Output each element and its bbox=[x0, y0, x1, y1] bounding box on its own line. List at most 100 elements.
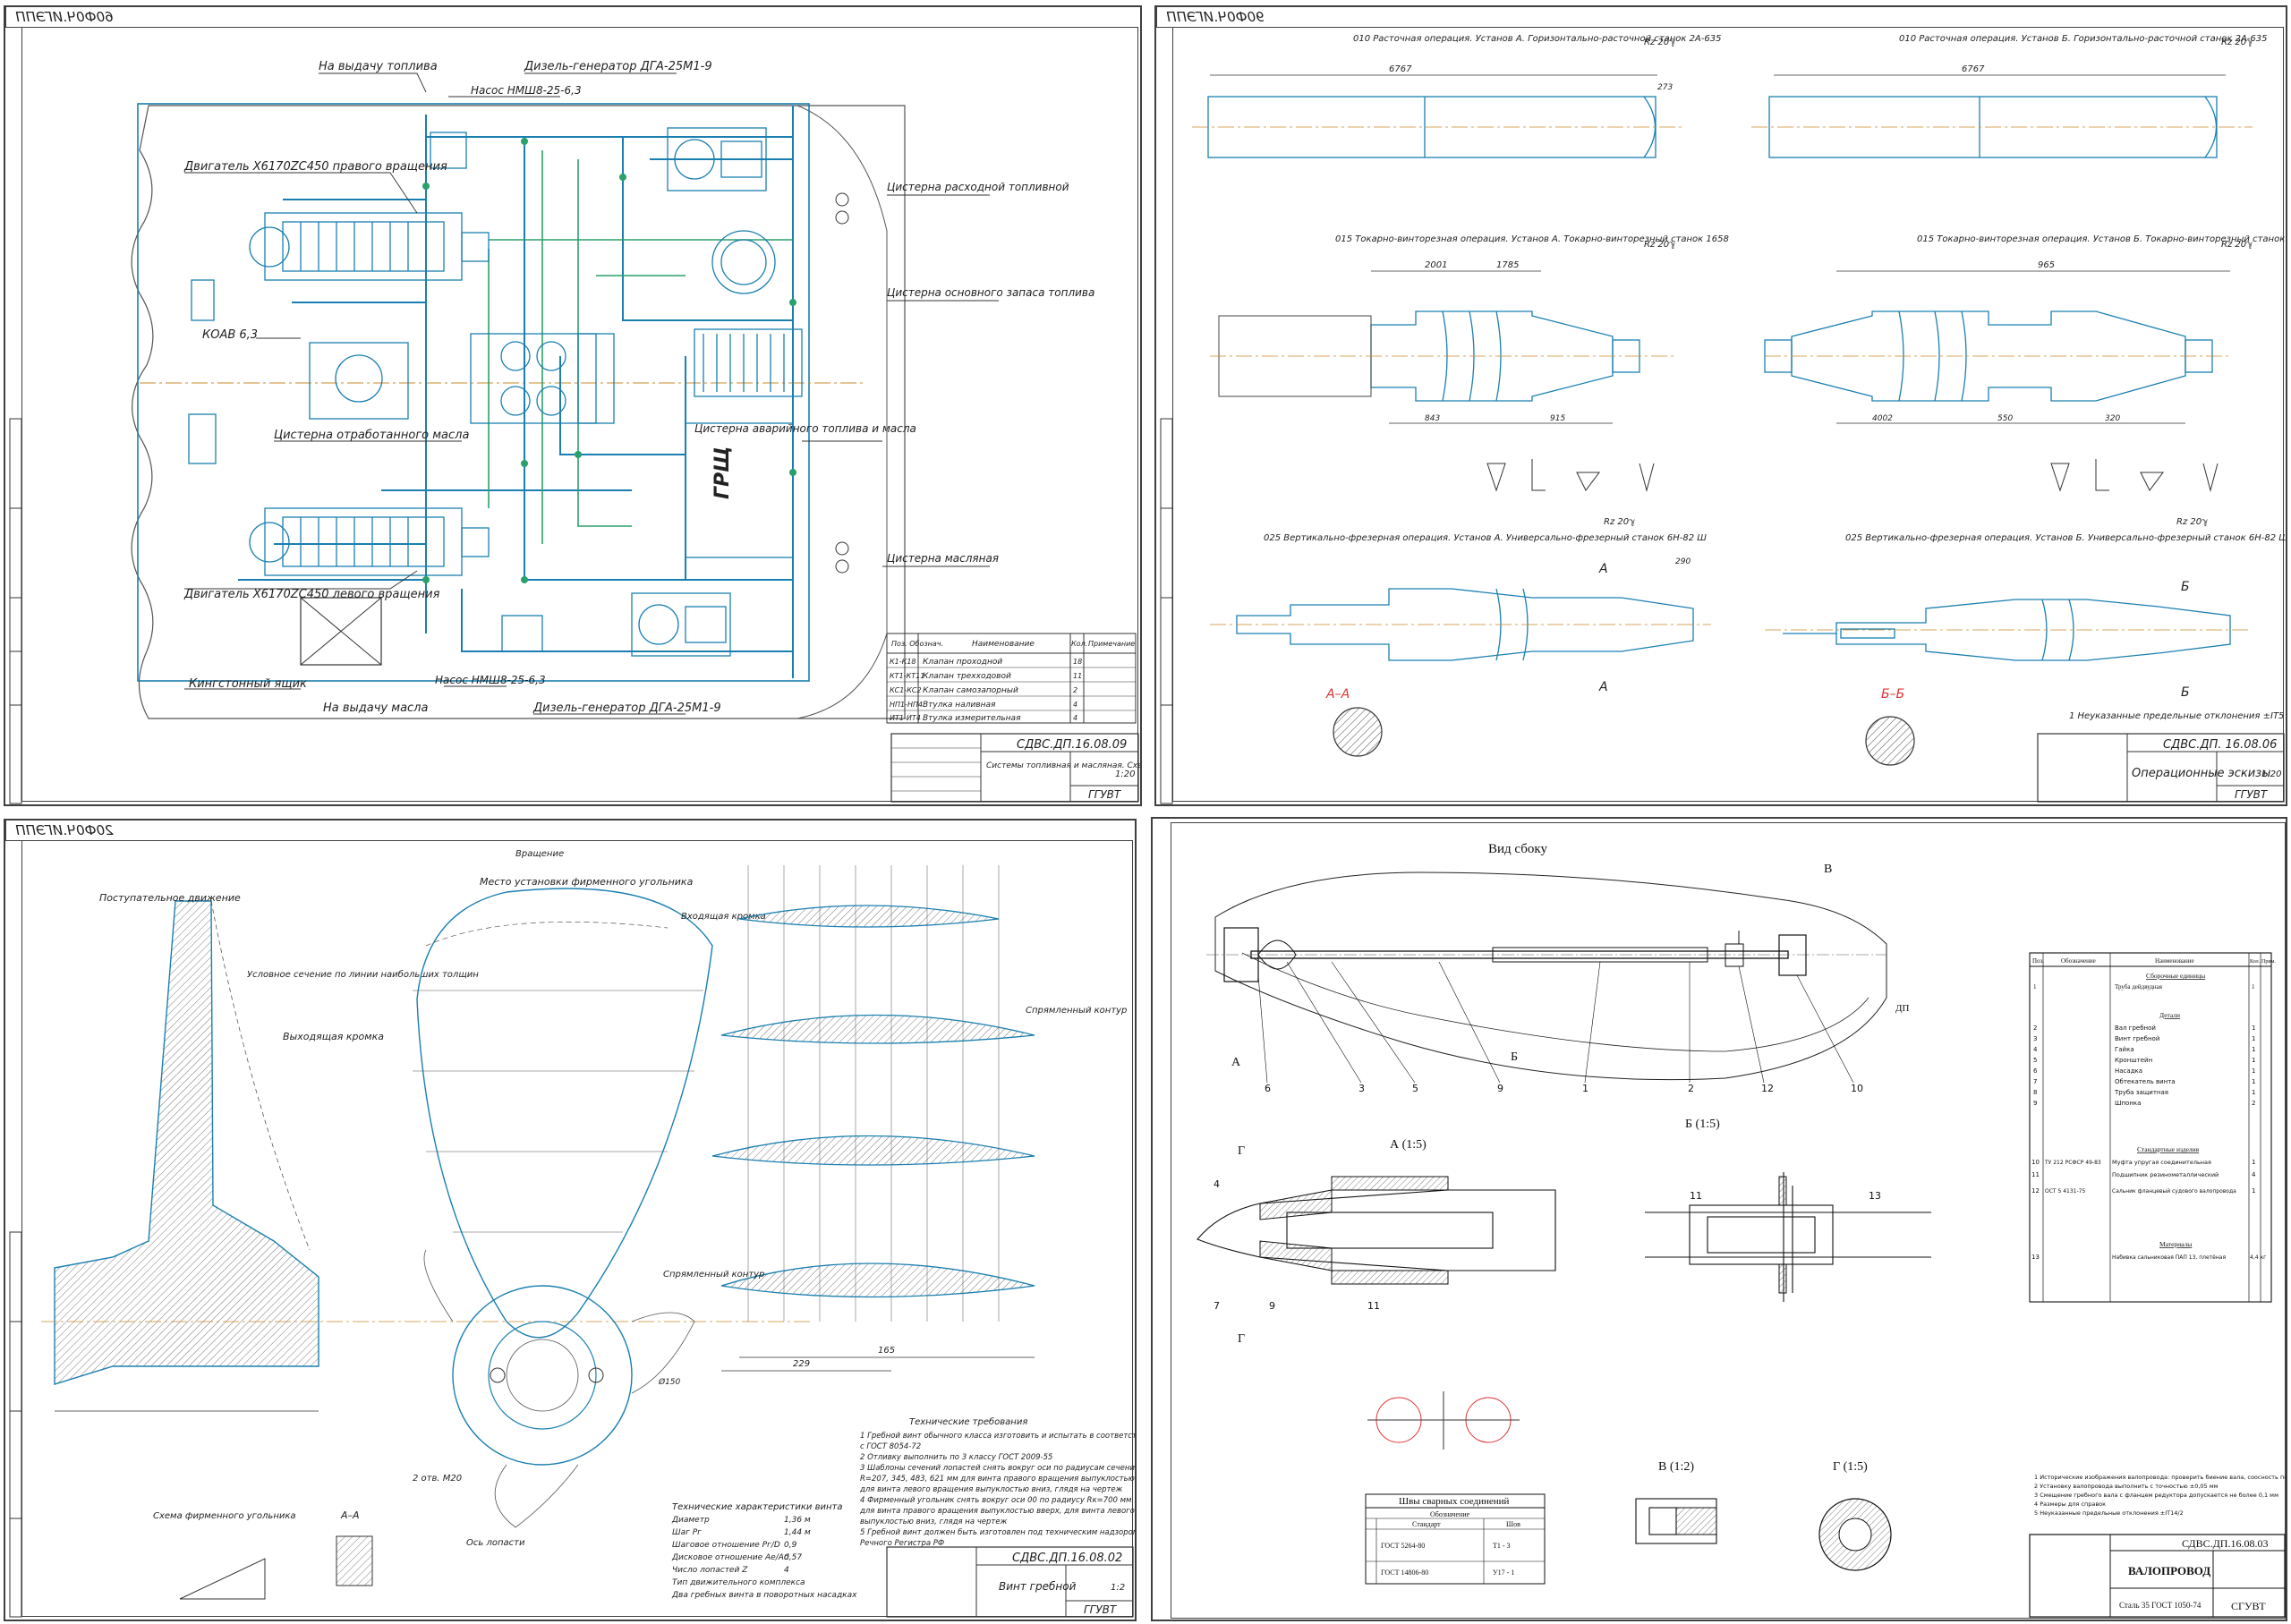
spec-section: Детали bbox=[2159, 1011, 2180, 1019]
op25a-label: 025 Вертикально-фрезерная операция. Уста… bbox=[1264, 533, 1707, 543]
doc-name: Винт гребной bbox=[999, 1580, 1077, 1593]
spec-cell: 9 bbox=[2033, 1100, 2037, 1107]
note-line: 5 Неуказанные предельные отклонения ±IT1… bbox=[2034, 1509, 2184, 1517]
label-emergency-tank: Цистерна аварийного топлива и масла bbox=[694, 422, 916, 435]
spec-cell: 1 bbox=[2252, 1159, 2255, 1166]
doc-name: ВАЛОПРОВОД bbox=[2128, 1564, 2210, 1577]
spec-h: Прим. bbox=[2261, 959, 2276, 965]
dim-550: 550 bbox=[1997, 414, 2013, 423]
tech-line: 4 Фирменный угольник снять вокруг оси 00… bbox=[860, 1496, 1132, 1505]
label-pump-bottom: Насос НМШ8-25-6,3 bbox=[435, 674, 546, 686]
spec-cell: 8 bbox=[2033, 1089, 2037, 1096]
section-bb: Б–Б bbox=[1881, 687, 1904, 701]
label-forward: Поступательное движение bbox=[99, 892, 241, 904]
rz-label: Rz 20ℽ bbox=[2221, 38, 2253, 47]
spec-cell: 1 bbox=[2252, 1057, 2255, 1064]
callout: 10 bbox=[1851, 1083, 1863, 1094]
label-d229: 229 bbox=[793, 1359, 810, 1369]
spec-header-note: Примечание bbox=[1088, 640, 1135, 648]
spec-cell: 5 bbox=[2033, 1057, 2037, 1064]
doc-org: СГУВТ bbox=[2231, 1600, 2266, 1612]
dim-1785: 1785 bbox=[1496, 260, 1519, 270]
doc-name: Системы топливная и масляная. Схема прин… bbox=[986, 761, 1142, 770]
spec-cell: 1 bbox=[2252, 1046, 2255, 1053]
spec-cell: 1 bbox=[2252, 1187, 2255, 1195]
spec-cell: 3 bbox=[2033, 1035, 2037, 1042]
label-outlet-edge: Выходящая кромка bbox=[283, 1031, 384, 1042]
spec-cell: 1 bbox=[2033, 983, 2037, 991]
dim-273: 273 bbox=[1657, 83, 1673, 92]
spec-cell: 2 bbox=[1073, 686, 1077, 694]
shaft-drawing: Вид сбоку В А Б ДП 6 3 5 9 1 2 12 10 bbox=[1197, 842, 2287, 1618]
view-side-title: Вид сбоку bbox=[1488, 842, 1547, 856]
drawing-frame bbox=[1172, 27, 2284, 802]
spec-section: Стандартные изделия bbox=[2137, 1145, 2200, 1153]
spec-h: Наименование bbox=[2155, 957, 2194, 965]
marker-b: Б bbox=[2181, 685, 2190, 700]
spec-cell: Втулка измерительная bbox=[923, 714, 1021, 723]
tech-requirements: Технические требования 1 Гребной винт об… bbox=[859, 1416, 1137, 1548]
doc-scale: 1:20 bbox=[2261, 769, 2281, 779]
tech-line: 1 Гребной винт обычного класса изготовит… bbox=[860, 1432, 1137, 1441]
marker-a: А bbox=[1598, 562, 1608, 576]
title-block: СДВС.ДП.16.08.02 Винт гребной 1:2 ГГУВТ bbox=[886, 1546, 1134, 1618]
spec-cell: 11 bbox=[2031, 1171, 2040, 1178]
welds-header-std: Стандарт bbox=[1412, 1520, 1441, 1528]
callout: 2 bbox=[1688, 1083, 1694, 1094]
spec-cell: ОСТ 5 4131-75 bbox=[2045, 1188, 2085, 1195]
spec-cell: Клапан проходной bbox=[923, 658, 1002, 667]
dim-4002: 4002 bbox=[1872, 414, 1893, 423]
spec-cell: Набивка сальниковая ПАП 13, плетёная bbox=[2112, 1254, 2226, 1261]
doc-org: ГГУВТ bbox=[1088, 788, 1122, 801]
label-straight-contour-1: Спрямленный контур bbox=[1026, 1006, 1127, 1016]
tech-line: для винта правого вращения выпуклостью в… bbox=[859, 1507, 1137, 1516]
label-view-aa: А–А bbox=[340, 1509, 360, 1521]
spec-cell: Подшипник резинометаллический bbox=[2112, 1171, 2219, 1178]
spec-cell: Кронштейн bbox=[2115, 1057, 2152, 1064]
spec-cell: 1 bbox=[2252, 983, 2255, 991]
tech-line: 2 Отливку выполнить по 3 классу ГОСТ 200… bbox=[860, 1453, 1052, 1462]
spec-cell: Клапан трехходовой bbox=[923, 672, 1011, 681]
doc-scale: 1:2 bbox=[1111, 1583, 1125, 1593]
spec-cell: 4 bbox=[2033, 1046, 2038, 1053]
doc-code: СДВС.ДП. 16.08.06 bbox=[2163, 738, 2277, 752]
marker-b: Б bbox=[2181, 580, 2190, 594]
title-block: СДВС.ДП.16.08.03 ВАЛОПРОВОД Сталь 35 ГОС… bbox=[2029, 1534, 2286, 1618]
rz-label: Rz 20ℽ bbox=[2221, 240, 2253, 250]
view-v-title: В (1:2) bbox=[1658, 1460, 1694, 1474]
callout: 9 bbox=[1269, 1300, 1275, 1312]
label-fuel-out: На выдачу топлива bbox=[319, 60, 438, 73]
spec-cell: ИТ1-ИТ4 bbox=[890, 714, 921, 722]
dim-320: 320 bbox=[2105, 414, 2120, 423]
spec-cell: КТ1-КТ11 bbox=[890, 672, 924, 680]
rz-label: Rz 20ℽ bbox=[2176, 517, 2208, 527]
spec-cell: Клапан самозапорный bbox=[923, 686, 1018, 695]
rz-label: Rz 20ℽ bbox=[1604, 517, 1635, 527]
spec-cell: 6 bbox=[2033, 1067, 2038, 1075]
callout: 7 bbox=[1214, 1300, 1220, 1312]
engine-right bbox=[249, 212, 490, 281]
note-line: 4 Размеры для справок bbox=[2034, 1501, 2106, 1508]
spec-cell: КС1-КС2 bbox=[890, 686, 922, 694]
callout: 13 bbox=[1869, 1190, 1881, 1202]
label-section-note: Условное сечение по линии наибольших тол… bbox=[247, 969, 479, 980]
spec-cell: 2 bbox=[2252, 1100, 2255, 1107]
callout: 3 bbox=[1358, 1083, 1365, 1094]
sheet-fuel-system: 60Ф0Ч.ИГЭПП bbox=[4, 5, 1142, 806]
callout: 12 bbox=[1761, 1083, 1774, 1094]
welds-sub: Обозначение bbox=[1430, 1510, 1470, 1518]
letter-g: Г bbox=[1238, 1144, 1245, 1158]
label-engine-left: Двигатель X6170ZC450 левого вращения bbox=[183, 588, 440, 601]
spec-cell: 2 bbox=[2033, 1025, 2037, 1032]
title-block: СДВС.ДП. 16.08.06 Операционные эскизы 1:… bbox=[2037, 733, 2285, 803]
label-d165: 165 bbox=[878, 1346, 895, 1356]
tech-line: R=207, 345, 483, 621 мм для винта правог… bbox=[860, 1475, 1137, 1484]
weld-row-seam: У17 - 1 bbox=[1493, 1569, 1514, 1577]
char-val: 4 bbox=[784, 1566, 789, 1575]
tech-line: выпуклостью вниз, глядя на чертеж bbox=[860, 1518, 1008, 1526]
tech-line: Речного Регистра РФ bbox=[860, 1539, 944, 1548]
doc-org: ГГУВТ bbox=[2235, 788, 2269, 801]
callout: 11 bbox=[1367, 1300, 1380, 1312]
spec-header-pos: Поз. Обознач. bbox=[891, 640, 943, 648]
note-line: 1 Исторические изображения валопровода: … bbox=[2034, 1474, 2287, 1481]
